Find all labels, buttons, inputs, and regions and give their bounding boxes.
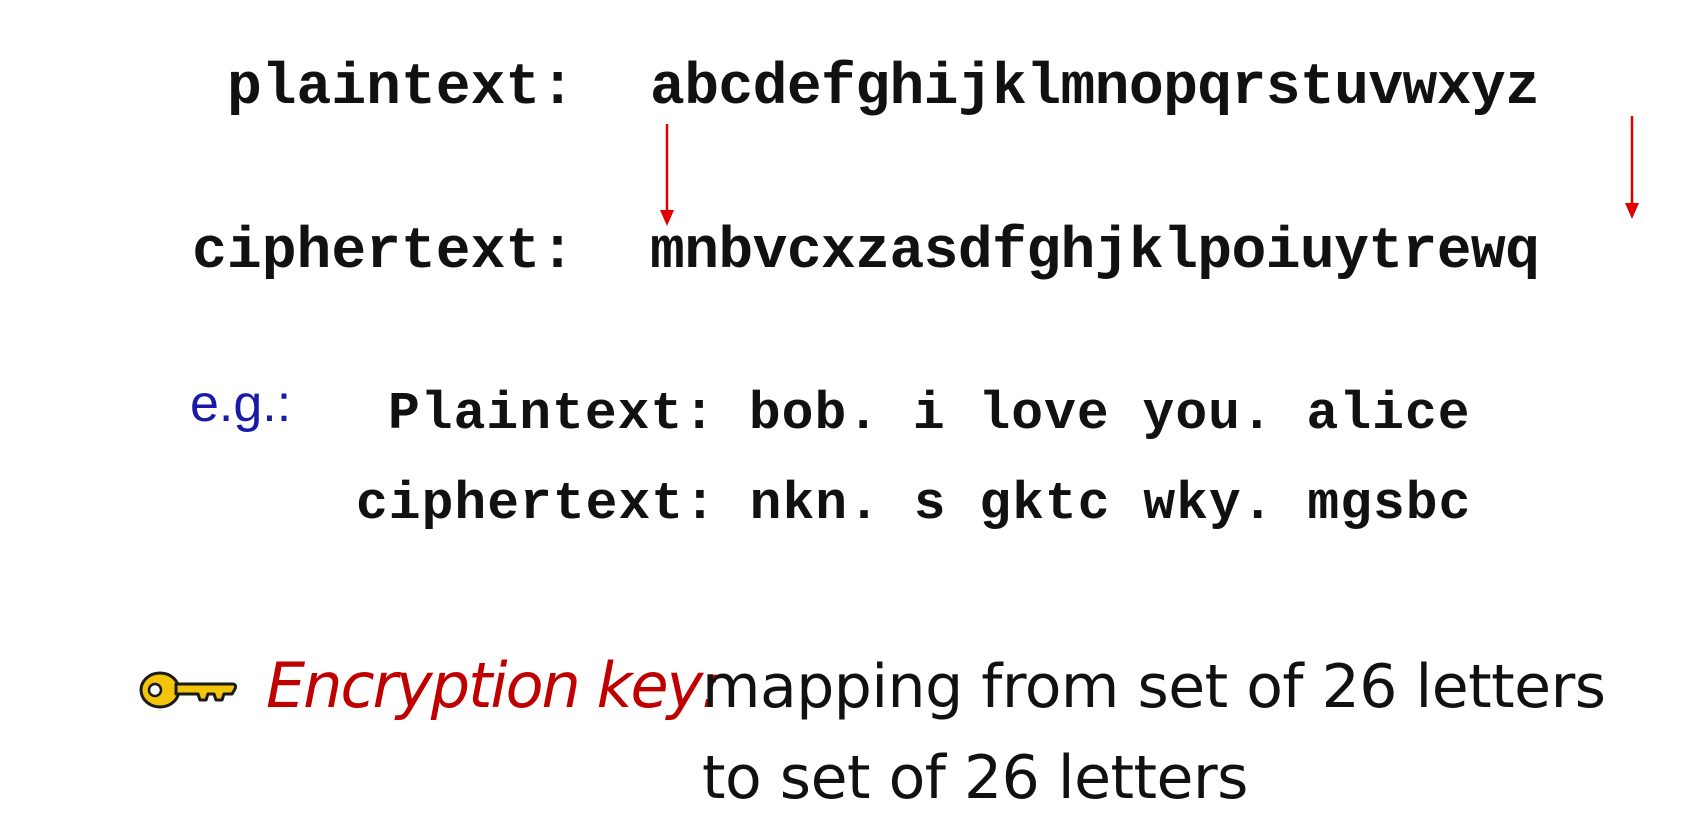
encryption-key-label: Encryption key: [266, 649, 722, 722]
key-icon [139, 671, 238, 709]
example-plaintext: Plaintext: bob. i love you. alice [388, 384, 1471, 444]
arrow-a-to-m [660, 124, 674, 226]
encryption-key-description-line2: to set of 26 letters [702, 743, 1248, 813]
encryption-key-description-line1: mapping from set of 26 letters [702, 652, 1606, 722]
ciphertext-alphabet: mnbvcxzasdfghjklpoiuytrewq [650, 220, 1540, 285]
example-label: e.g.: [190, 375, 292, 433]
plaintext-alphabet: abcdefghijklmnopqrstuvwxyz [650, 56, 1540, 121]
ciphertext-label: ciphertext: [192, 220, 575, 285]
plaintext-label: plaintext: [226, 56, 575, 121]
arrow-z-to-q [1625, 116, 1639, 219]
example-ciphertext: ciphertext: nkn. s gktc wky. mgsbc [356, 474, 1472, 534]
